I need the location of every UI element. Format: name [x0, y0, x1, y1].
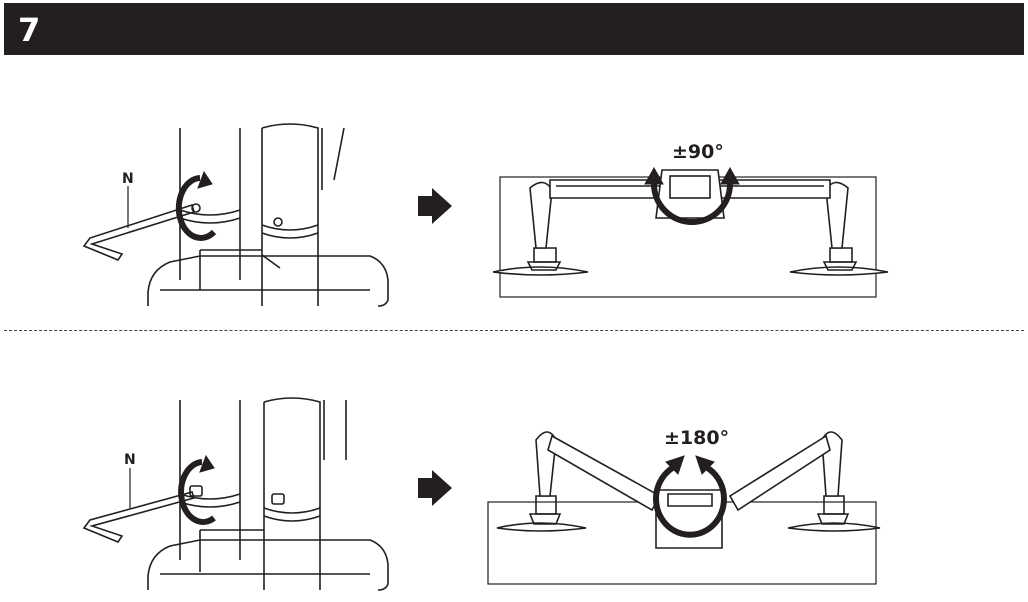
rotation-angle-label: ±90° [672, 141, 724, 163]
rotation-arrow-icon [175, 170, 217, 241]
step-number: 7 [18, 11, 41, 49]
step-header-bar: 7 [4, 3, 1024, 55]
next-arrow-icon [418, 188, 452, 224]
pole-closeup-illustration [82, 123, 389, 307]
rotation-180-arrow-icon [653, 455, 727, 538]
pole-closeup-illustration-2 [82, 397, 389, 591]
top-instruction-panel: N ±90° [82, 123, 889, 307]
rotation-angle-label-2: ±180° [664, 427, 729, 449]
hex-key-label-2: N [124, 452, 136, 468]
dual-arm-folded-illustration [496, 431, 881, 549]
section-divider [4, 330, 1024, 331]
hex-key-label: N [122, 171, 134, 187]
rotation-90-arrow-icon [644, 166, 740, 225]
rotation-arrow-icon-2 [178, 454, 216, 525]
next-arrow-icon-2 [418, 470, 452, 506]
bottom-instruction-panel: N ±180° [82, 397, 881, 591]
